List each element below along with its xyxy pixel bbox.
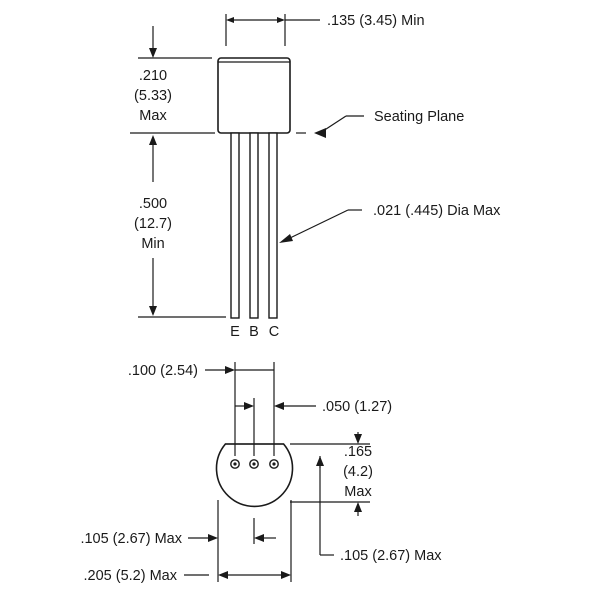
offset-left-label: .105 (2.67) Max (80, 531, 182, 547)
seating-plane-callout: Seating Plane (296, 109, 464, 138)
body-height-label-line2: (5.33) (134, 88, 172, 104)
lead-length-label-line2: (12.7) (134, 216, 172, 232)
flat-depth-dimension: .165 (4.2) Max (290, 432, 373, 516)
pin-label-b: B (249, 324, 259, 340)
lead-diameter-callout: .021 (.445) Dia Max (279, 203, 501, 243)
half-pitch-dimension: .050 (1.27) (235, 398, 392, 456)
lead-length-label-line3: Min (141, 236, 164, 252)
lead-base (249, 132, 259, 319)
body-width-dimension: .135 (3.45) Min (225, 13, 425, 46)
package-body (217, 57, 291, 134)
side-view: E B C .135 (3.45) Min .210 (5.33) Max (130, 13, 501, 340)
body-height-label-line3: Max (139, 108, 167, 124)
pitch-dimension: .100 (2.54) (128, 362, 275, 456)
lead-diameter-label: .021 (.445) Dia Max (373, 203, 501, 219)
flat-depth-label-line2: (4.2) (343, 464, 373, 480)
lead-length-dimension: .500 (12.7) Min (134, 135, 226, 318)
pin-label-c: C (269, 324, 279, 340)
lead-collector (268, 132, 278, 319)
diameter-label: .205 (5.2) Max (84, 568, 178, 584)
pin-label-e: E (230, 324, 240, 340)
flat-depth-label-line3: Max (344, 484, 372, 500)
body-height-dimension: .210 (5.33) Max (130, 26, 215, 134)
flat-depth-label-line1: .165 (344, 444, 372, 460)
body-width-label: .135 (3.45) Min (327, 13, 425, 29)
pitch-label: .100 (2.54) (128, 363, 198, 379)
lead-length-label-line1: .500 (139, 196, 167, 212)
right-offset-dimension: .105 (2.67) Max (316, 456, 442, 564)
offset-right-label: .105 (2.67) Max (340, 548, 442, 564)
left-offset-dimension: .105 (2.67) Max (80, 500, 276, 582)
lead-emitter (230, 132, 240, 319)
half-pitch-label: .050 (1.27) (322, 399, 392, 415)
diameter-dimension: .205 (5.2) Max (84, 500, 292, 584)
seating-plane-label: Seating Plane (374, 109, 464, 125)
body-height-label-line1: .210 (139, 68, 167, 84)
bottom-view: .100 (2.54) .050 (1.27) .165 (4.2) Max (80, 362, 442, 584)
